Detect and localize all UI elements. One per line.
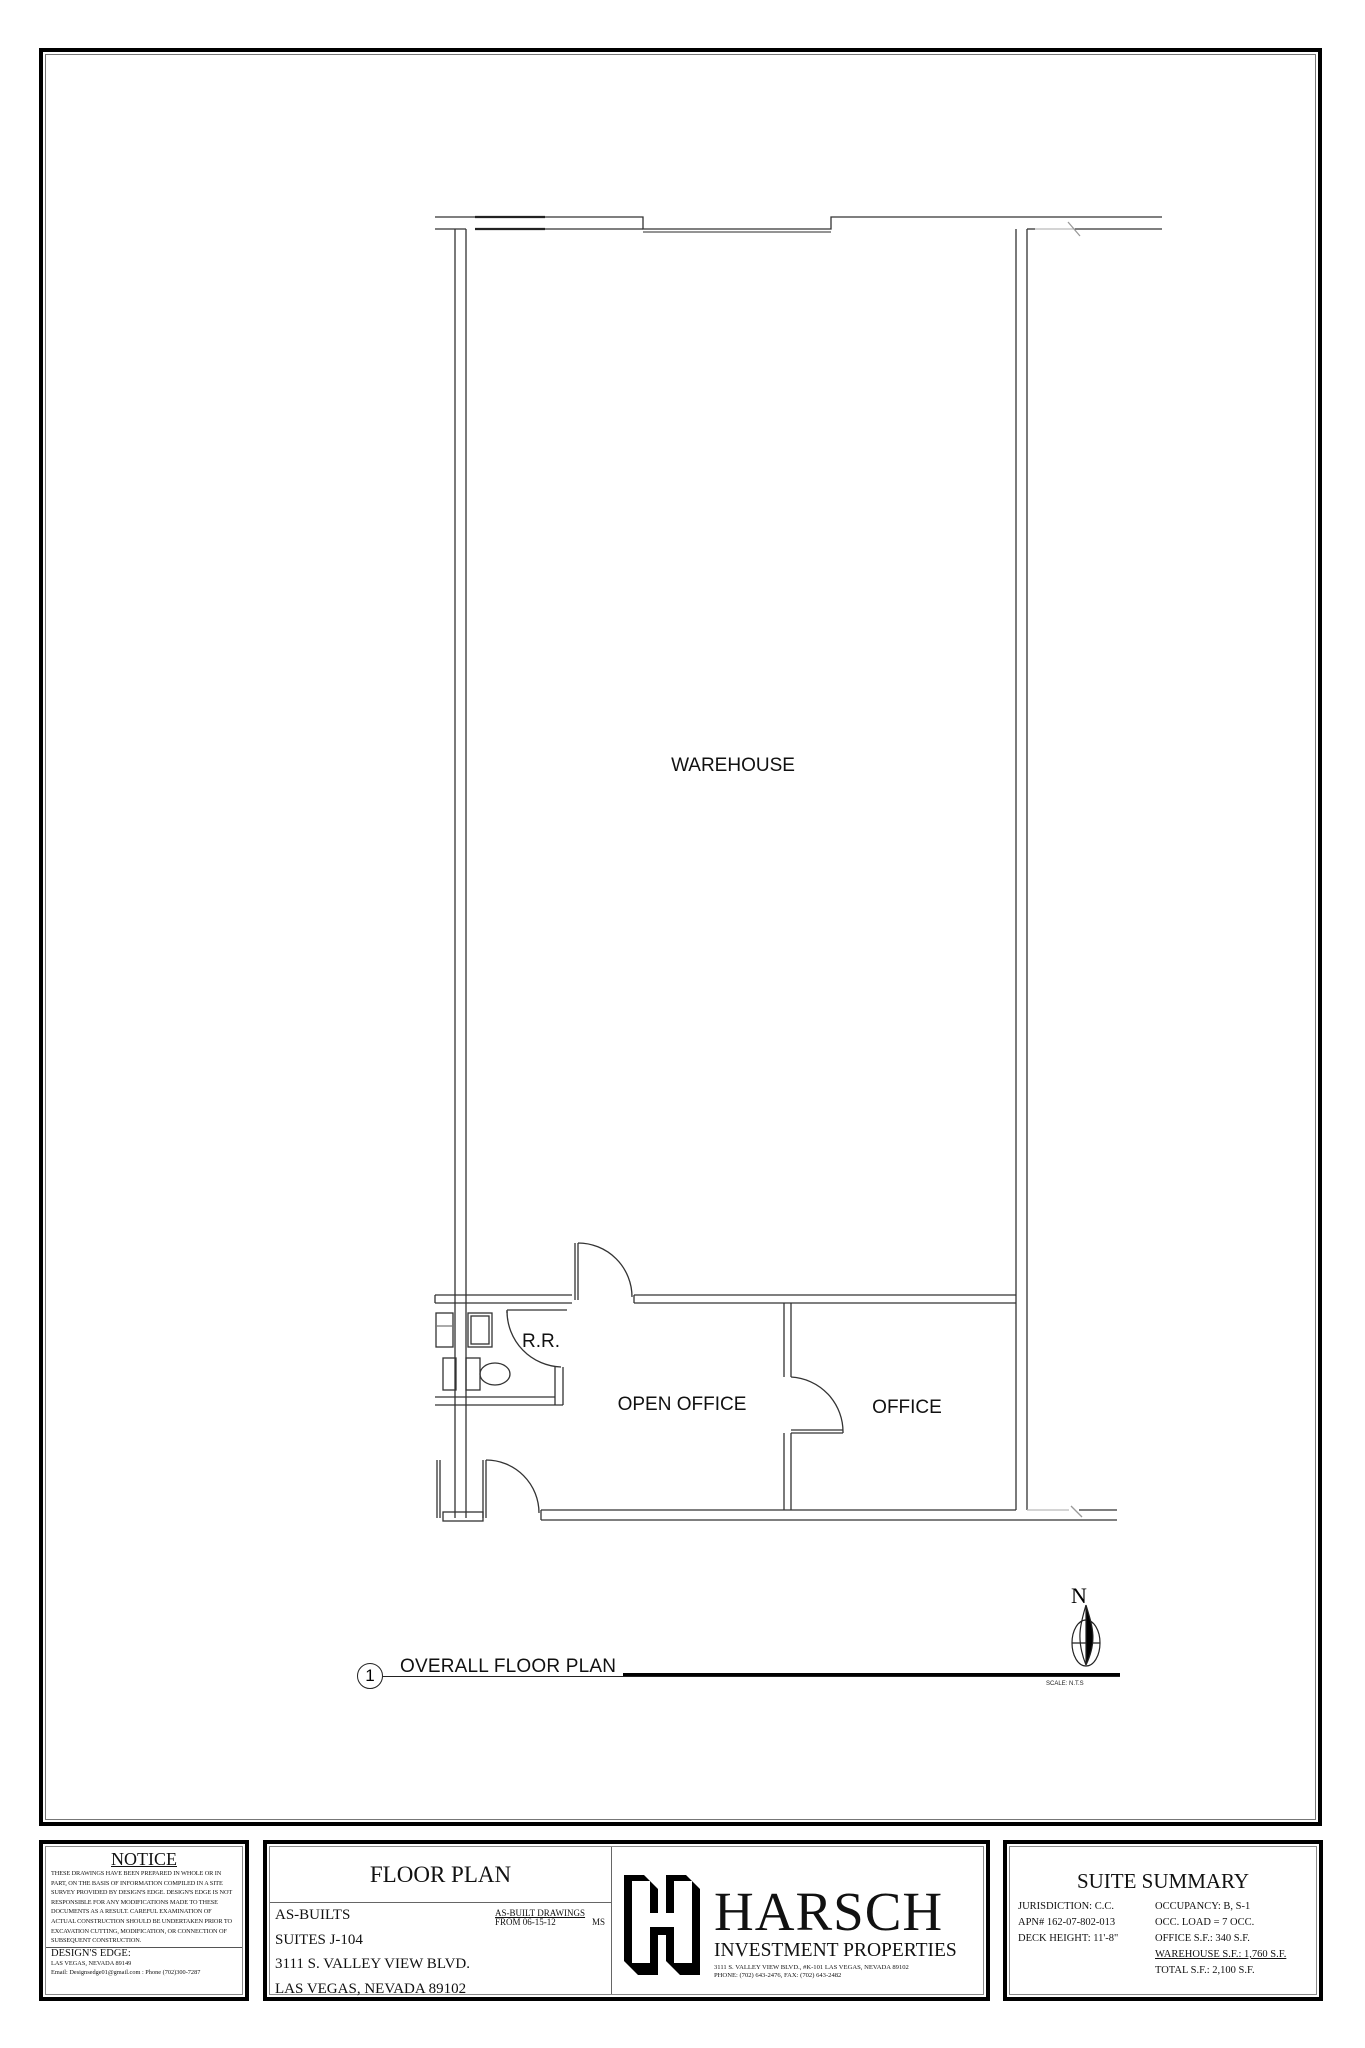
plan-number-bubble: 1 <box>357 1663 383 1689</box>
office-square-feet: OFFICE S.F.: 340 S.F. <box>1155 1933 1250 1944</box>
sheet-line-1: AS-BUILTS <box>275 1907 351 1923</box>
plan-title: OVERALL FLOOR PLAN <box>400 1656 617 1677</box>
company-address-block: 3111 S. VALLEY VIEW BLVD., #K-101 LAS VE… <box>714 1964 909 1980</box>
revision-label: AS-BUILT DRAWINGS <box>495 1908 586 1918</box>
notice-divider <box>46 1946 242 1948</box>
notice-company: DESIGN'S EDGE: <box>51 1947 131 1959</box>
notice-block: NOTICE THESE DRAWINGS HAVE BEEN PREPARED… <box>39 1840 249 2001</box>
plan-title-thick-line <box>623 1673 1120 1676</box>
notice-location: LAS VEGAS, NEVADA 89149 <box>51 1959 132 1967</box>
deck-height: DECK HEIGHT: 11'-8" <box>1018 1933 1119 1944</box>
revision-note: AS-BUILT DRAWINGS FROM 06-15-12 MS <box>495 1909 605 1927</box>
sheet-line-3: 3111 S. VALLEY VIEW BLVD. <box>275 1956 471 1972</box>
title-block-divider <box>611 1847 612 1994</box>
harsch-h-logo-icon <box>624 1875 700 1975</box>
notice-contact: Email: Designsedge01@gmail.com : Phone (… <box>51 1968 201 1976</box>
notice-body: THESE DRAWINGS HAVE BEEN PREPARED IN WHO… <box>51 1870 233 1945</box>
scale-note: SCALE: N.T.S <box>1046 1681 1084 1687</box>
warehouse-square-feet: WAREHOUSE S.F.: 1,760 S.F. <box>1155 1949 1287 1960</box>
sheet-line-4: LAS VEGAS, NEVADA 89102 <box>275 1980 467 1997</box>
revision-initials: MS <box>591 1917 605 1927</box>
notice-title: NOTICE <box>111 1849 177 1869</box>
sheet-title: FLOOR PLAN <box>270 1847 611 1903</box>
sheet-line-2: SUITES J-104 <box>275 1931 363 1948</box>
room-label-office: OFFICE <box>872 1397 942 1418</box>
occupancy: OCCUPANCY: B, S-1 <box>1155 1901 1251 1912</box>
company-subtitle: INVESTMENT PROPERTIES <box>714 1940 957 1961</box>
apn-number: APN# 162-07-802-013 <box>1018 1917 1116 1928</box>
suite-summary-block: SUITE SUMMARY JURISDICTION: C.C. APN# 16… <box>1003 1840 1323 2001</box>
drawing-border <box>39 48 1322 1826</box>
north-arrow-label: N <box>1071 1583 1087 1608</box>
occupant-load: OCC. LOAD = 7 OCC. <box>1155 1917 1255 1928</box>
company-name: HARSCH <box>714 1881 944 1942</box>
company-address: 3111 S. VALLEY VIEW BLVD., #K-101 LAS VE… <box>714 1964 909 1971</box>
floor-plan-drawing <box>434 215 1162 1667</box>
company-logo-area: HARSCH INVESTMENT PROPERTIES 3111 S. VAL… <box>612 1847 983 1994</box>
plan-title-line <box>383 1676 1120 1677</box>
floor-plan-title-block: FLOOR PLAN AS-BUILTS SUITES J-104 3111 S… <box>263 1840 990 2001</box>
jurisdiction: JURISDICTION: C.C. <box>1018 1901 1114 1912</box>
room-label-open-office: OPEN OFFICE <box>617 1394 747 1415</box>
room-label-warehouse: WAREHOUSE <box>671 755 795 776</box>
suite-summary-title: SUITE SUMMARY <box>1076 1869 1250 1893</box>
company-phone: PHONE: (702) 643-2476, FAX: (702) 643-24… <box>714 1972 842 1979</box>
total-square-feet: TOTAL S.F.: 2,100 S.F. <box>1155 1965 1255 1976</box>
room-label-restroom: R.R. <box>522 1331 560 1352</box>
revision-date: FROM 06-15-12 <box>495 1917 556 1927</box>
